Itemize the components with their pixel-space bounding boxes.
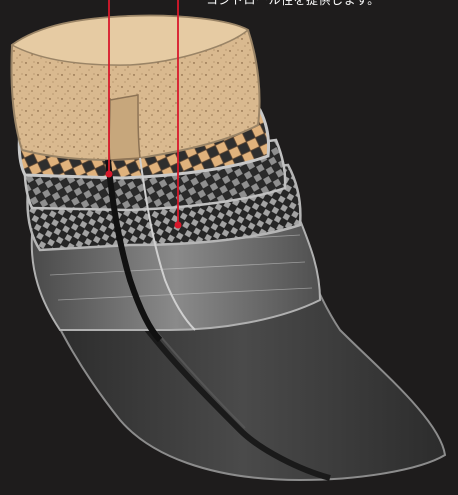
cork-core [11, 16, 259, 160]
callout-dot-tan-braid [106, 171, 113, 178]
callout-dot-gray-braid [175, 222, 182, 229]
caption-text: コントロール性を提供します。 [206, 0, 380, 8]
